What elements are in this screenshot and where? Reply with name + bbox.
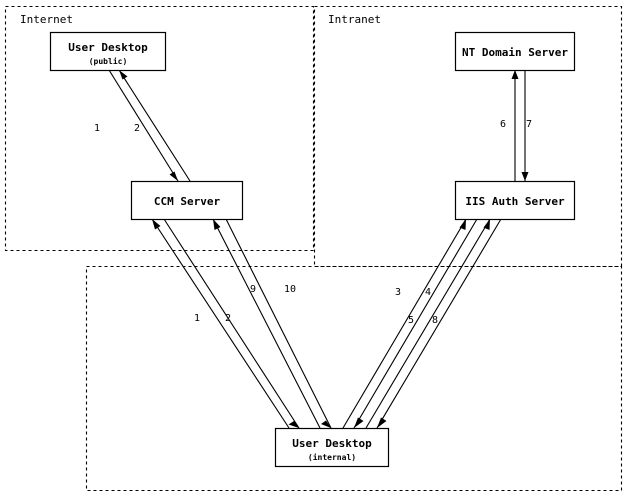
node-title-ccm-server: CCM Server <box>154 195 221 208</box>
flow-label-6: 6 <box>500 119 506 130</box>
zone-group <box>4 5 623 492</box>
arrow-head-step-9 <box>213 219 221 230</box>
flow-label-8: 8 <box>432 315 438 326</box>
node-subtitle-user-desktop-public: (public) <box>89 56 128 66</box>
flow-label-4: 4 <box>425 287 431 298</box>
node-nt-domain-server[interactable]: NT Domain Server <box>454 31 576 72</box>
flow-label-7: 7 <box>526 119 532 130</box>
arrow-head-step-10 <box>321 420 331 428</box>
arrow-head-step-8 <box>377 417 387 428</box>
edge-internal-desktop-ccm-12 <box>151 218 300 429</box>
flow-label-1-internal: 1 <box>194 313 200 324</box>
arrow-head-step-1-public <box>169 171 178 181</box>
arrow-head-step-2-public <box>119 70 128 80</box>
arrow-head-step-4 <box>354 417 364 428</box>
zone-intranet-box <box>313 5 623 268</box>
flow-label-10: 10 <box>284 284 296 295</box>
node-title-user-desktop-internal: User Desktop <box>292 437 372 450</box>
flow-label-2-internal: 2 <box>225 313 231 324</box>
zone-internal-network-box <box>85 265 623 492</box>
node-iis-auth-server[interactable]: IIS Auth Server <box>454 180 576 221</box>
edge-internal-desktop-ccm-910 <box>212 218 332 429</box>
node-box-iis-auth-server[interactable] <box>454 180 576 221</box>
zone-label-intranet: Intranet <box>328 13 381 26</box>
node-title-nt-domain-server: NT Domain Server <box>462 46 568 59</box>
edge-public-desktop-ccm <box>108 69 191 182</box>
edge-line-step-8 <box>376 218 502 429</box>
edge-line-step-5 <box>365 218 491 429</box>
node-box-user-desktop-internal[interactable] <box>274 427 390 468</box>
node-box-user-desktop-public[interactable] <box>49 31 167 72</box>
node-ccm-server[interactable]: CCM Server <box>130 180 244 221</box>
node-title-user-desktop-public: User Desktop <box>68 41 148 54</box>
edge-nt-iis <box>511 70 529 181</box>
arrow-head-step-6 <box>511 70 519 79</box>
arrow-head-step-7 <box>521 172 529 181</box>
edge-line-step-3 <box>342 218 467 429</box>
flow-label-3: 3 <box>395 287 401 298</box>
flow-label-group: 1 2 1 2 3 4 5 6 7 8 9 10 <box>94 119 532 326</box>
edge-line-step-9 <box>212 218 321 429</box>
zone-label-internet: Internet <box>20 13 73 26</box>
node-user-desktop-internal[interactable]: User Desktop (internal) <box>274 427 390 468</box>
arrow-head-step-1-internal <box>152 219 161 230</box>
node-box-nt-domain-server[interactable] <box>454 31 576 72</box>
node-box-ccm-server[interactable] <box>130 180 244 221</box>
edge-internal-desktop-iis-58 <box>365 218 502 429</box>
arrow-head-step-2-internal <box>288 421 299 428</box>
edge-line-step-1-public <box>108 69 179 182</box>
edge-internal-desktop-iis-34 <box>342 218 478 429</box>
arrow-head-step-5 <box>483 219 490 230</box>
edge-line-step-4 <box>353 218 478 429</box>
node-subtitle-user-desktop-internal: (internal) <box>308 452 356 462</box>
flow-label-9: 9 <box>250 284 256 295</box>
node-title-iis-auth-server: IIS Auth Server <box>465 195 565 208</box>
flow-label-5: 5 <box>408 315 414 326</box>
flow-label-1-public: 1 <box>94 123 100 134</box>
edge-line-step-1-internal <box>151 218 290 429</box>
arrow-head-step-3 <box>459 219 466 230</box>
edge-line-step-2-internal <box>163 218 300 429</box>
node-user-desktop-public[interactable]: User Desktop (public) <box>49 31 167 72</box>
edge-line-step-2-public <box>118 69 191 182</box>
flow-label-2-public: 2 <box>134 123 140 134</box>
edge-line-step-10 <box>225 218 332 429</box>
